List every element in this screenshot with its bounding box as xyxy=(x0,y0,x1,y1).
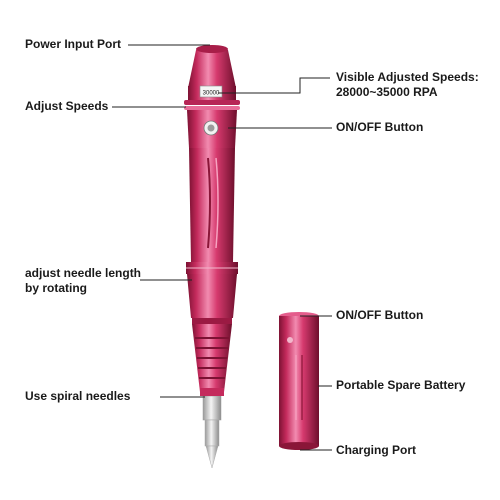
label-on-off-button-battery: ON/OFF Button xyxy=(336,308,424,322)
pen-body: 30000 xyxy=(184,45,240,396)
spare-battery xyxy=(279,312,319,450)
label-adjust-speeds: Adjust Speeds xyxy=(25,99,109,113)
label-portable-spare-battery: Portable Spare Battery xyxy=(336,378,466,392)
speed-display-value: 30000 xyxy=(203,91,220,97)
label-by-rotating: by rotating xyxy=(25,281,87,295)
needle-cartridge xyxy=(202,395,222,469)
label-charging-port: Charging Port xyxy=(336,443,416,457)
label-visible-adjusted-speeds: Visible Adjusted Speeds: xyxy=(336,70,479,84)
label-use-spiral-needles: Use spiral needles xyxy=(25,389,131,403)
label-power-input-port: Power Input Port xyxy=(25,37,121,51)
label-on-off-button-pen: ON/OFF Button xyxy=(336,120,424,134)
label-speed-range: 28000~35000 RPA xyxy=(336,85,438,99)
label-adjust-needle-length: adjust needle length xyxy=(25,266,142,280)
leader-lines xyxy=(112,44,332,451)
